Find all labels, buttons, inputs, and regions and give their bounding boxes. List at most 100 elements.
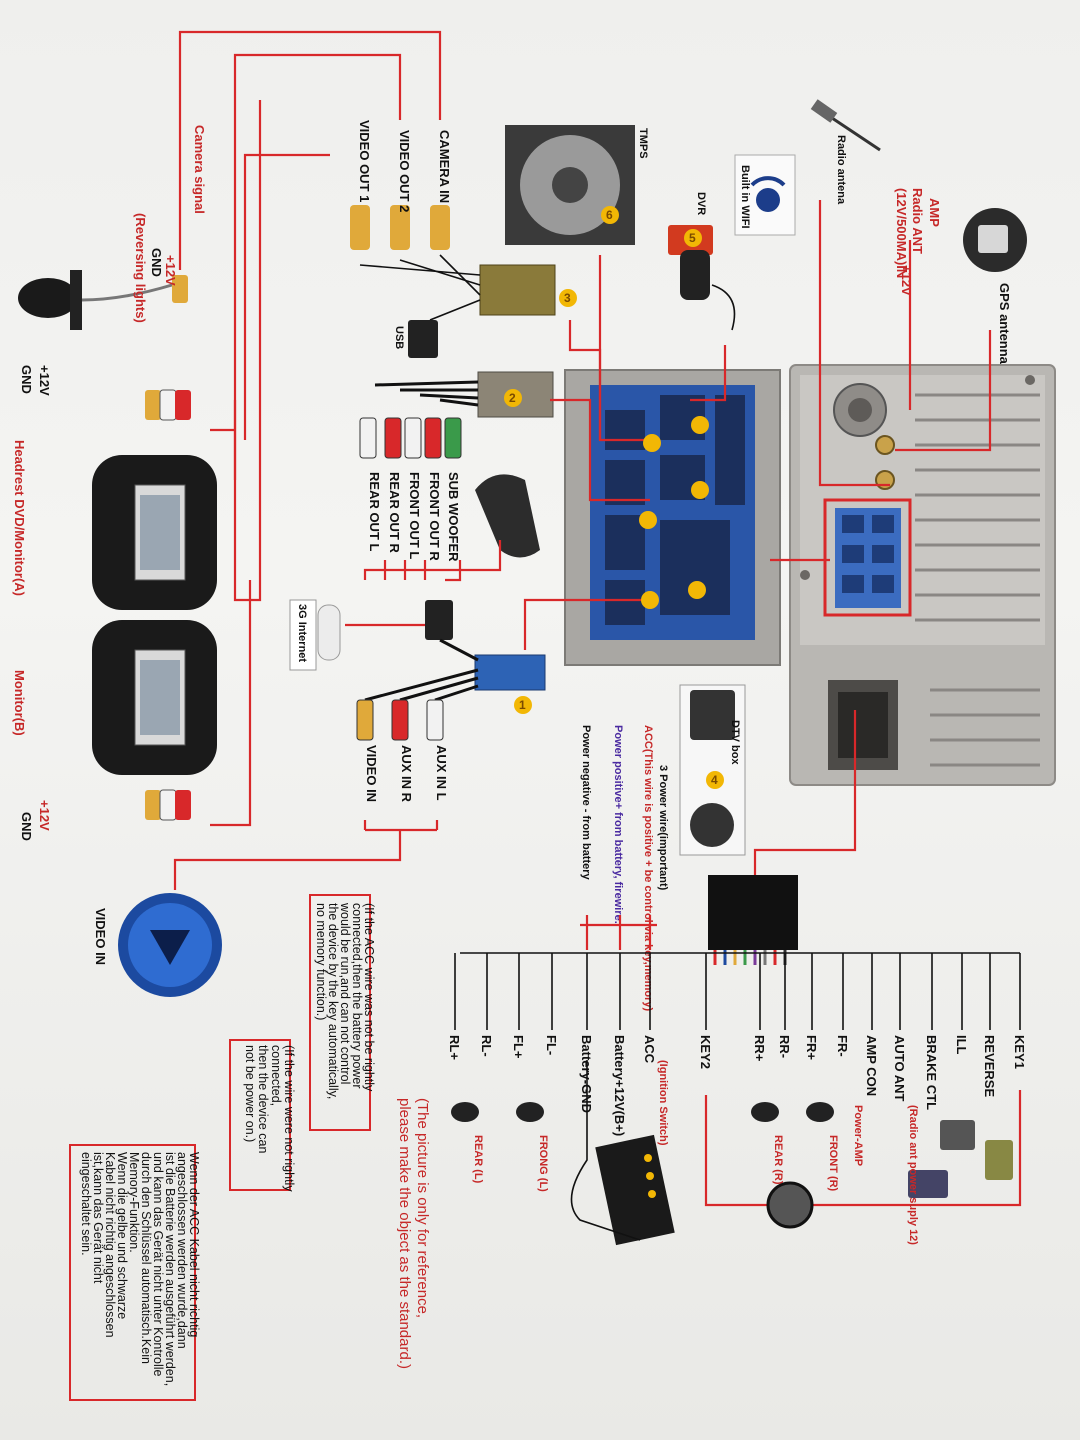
svg-text:und kann das Gerät nicht unter: und kann das Gerät nicht unter Kontrolle xyxy=(151,1152,165,1376)
camera-in-label: CAMERA IN xyxy=(437,130,452,203)
number-markers xyxy=(504,206,724,789)
harness-plug xyxy=(708,875,798,965)
3g-label-box xyxy=(289,599,317,671)
svg-text:would be run,and can not contr: would be run,and can not control xyxy=(338,902,352,1084)
gps-antenna-icon xyxy=(963,208,1027,272)
power-wire-title: 3 Power wire(important) xyxy=(657,765,669,891)
harness-fr-minus: FR- xyxy=(835,1035,850,1057)
radio-ant-spec: (12V/500MA)IN xyxy=(894,188,909,278)
connector-box-1 xyxy=(356,600,546,741)
harness-rl-minus: RL- xyxy=(479,1035,494,1057)
harness-key1: KEY1 xyxy=(1012,1035,1027,1069)
ignition-label: (Ignition Switch) xyxy=(657,1060,669,1146)
harness-amp-con: AMP CON xyxy=(864,1035,879,1096)
svg-text:eingeschaltet sein.: eingeschaltet sein. xyxy=(79,1152,93,1256)
rear-r-label: REAR (R) xyxy=(772,1135,784,1185)
harness-ill: ILL xyxy=(954,1035,969,1055)
reverse-camera-icon xyxy=(18,270,188,330)
headrest-monitor-b xyxy=(92,620,217,775)
marker-3: 3 xyxy=(564,291,571,305)
aux-in-r-label: AUX IN R xyxy=(399,745,414,803)
power-arrows xyxy=(580,915,1022,1207)
svg-text:ist die Batterie werden ausgef: ist die Batterie werden ausgeführt werde… xyxy=(163,1152,177,1386)
monitor-b-plus12v: +12V xyxy=(37,800,52,831)
svg-text:(If the ACC wire was not be ri: (If the ACC wire was not be rightly xyxy=(362,903,376,1092)
svg-text:(If the wire were not rightly: (If the wire were not rightly xyxy=(282,1045,296,1192)
radio-ant-label: Radio ANT xyxy=(910,188,925,254)
connector-box-2 xyxy=(359,371,554,459)
power-negative-note: Power negative - from battery xyxy=(580,725,592,881)
reference-note: (The picture is only for reference, plea… xyxy=(396,1098,431,1369)
harness-wires xyxy=(454,952,1021,1030)
signal-routes xyxy=(173,30,992,890)
tmps-image xyxy=(505,125,635,245)
headrest-dvd-label: Headrest DVD/Monitor(A) xyxy=(12,440,27,596)
svg-text:ist,kann das Gerät nicht: ist,kann das Gerät nicht xyxy=(91,1152,105,1284)
camera-plus12v: +12V xyxy=(163,255,178,286)
harness-acc: ACC xyxy=(642,1035,657,1064)
wifi-label: Built in WIFI xyxy=(739,165,751,229)
usb-label: USB xyxy=(393,326,405,349)
video-out-2-label: VIDEO OUT 2 xyxy=(397,130,412,212)
monitor-b-label: Monitor(B) xyxy=(12,670,27,736)
3g-internet-label: 3G Internet xyxy=(296,604,308,662)
svg-text:the device by the key automati: the device by the key automatically, xyxy=(326,903,340,1099)
video-in-play-icon xyxy=(118,893,222,997)
rear-out-r-label: REAR OUT R xyxy=(387,472,402,554)
acc-note: ACC(This wire is positive + be control v… xyxy=(642,725,654,1012)
radio-antenna-icon xyxy=(810,99,881,152)
wifi-icon xyxy=(734,154,796,236)
sub-woofer-label: SUB WOOFER xyxy=(446,472,461,562)
amp-label: AMP xyxy=(927,198,942,227)
svg-text:not be power on.): not be power on.) xyxy=(243,1045,257,1142)
sub-remote-icon xyxy=(475,474,540,558)
tmps-label: TMPS xyxy=(637,128,649,159)
headrest-gnd: GND xyxy=(19,365,34,394)
radio-ant-supply-label: (Radio ant power suply 12) xyxy=(907,1105,919,1245)
headrest-monitor-a xyxy=(92,455,217,610)
power-positive-note: Power positive+ from battery, firewire. xyxy=(612,725,624,924)
svg-text:connected,then the battery pow: connected,then the battery power xyxy=(350,903,364,1089)
speakers xyxy=(451,1102,1013,1229)
harness-rr-plus: RR+ xyxy=(752,1035,767,1062)
marker-2: 2 xyxy=(509,391,516,405)
harness-rl-plus: RL+ xyxy=(447,1035,462,1060)
aux-in-l-label: AUX IN L xyxy=(434,745,449,801)
harness-key2: KEY2 xyxy=(698,1035,713,1069)
front-r-label: FRONT (R) xyxy=(827,1135,839,1192)
harness-reverse: REVERSE xyxy=(982,1035,997,1097)
svg-text:durch den Schlüssel automatisc: durch den Schlüssel automatisch.Kein xyxy=(139,1152,153,1364)
camera-gnd: GND xyxy=(149,248,164,277)
connector-box-3 xyxy=(350,205,556,358)
headrest-rca-connectors xyxy=(145,389,191,821)
wire-warning-note: (If the wire were not rightly connected,… xyxy=(229,1039,296,1192)
svg-text:no memory function.): no memory function.) xyxy=(314,903,328,1020)
marker-6: 6 xyxy=(606,208,613,222)
reversing-lights: (Reversing lights) xyxy=(133,213,148,323)
front-l-label: FRONG (L) xyxy=(537,1135,549,1192)
svg-text:connected,: connected, xyxy=(269,1045,283,1106)
german-note: Wenn der ACC Kabel nicht richtig angesch… xyxy=(69,1144,201,1401)
connector-board xyxy=(564,369,781,666)
harness-battery-plus: Battery+12V(B+) xyxy=(612,1035,627,1136)
marker-5: 5 xyxy=(689,231,696,245)
svg-text:then the device can: then the device can xyxy=(256,1045,270,1153)
dtv-box-label: DTV box xyxy=(729,720,741,765)
marker-1: 1 xyxy=(519,698,526,712)
video-out-1-label: VIDEO OUT 1 xyxy=(357,120,372,202)
rear-out-l-label: REAR OUT L xyxy=(367,472,382,552)
svg-text:angeschlossen werden wurde,dan: angeschlossen werden wurde,dann xyxy=(175,1152,189,1349)
head-unit xyxy=(789,364,1056,786)
front-out-r-label: FRONT OUT R xyxy=(427,472,442,561)
harness-auto-ant: AUTO ANT xyxy=(892,1035,907,1102)
svg-text:Kabel nicht richtig angeschlos: Kabel nicht richtig angeschlossen xyxy=(103,1152,117,1338)
dtv-box-image xyxy=(679,684,746,856)
monitor-b-gnd: GND xyxy=(19,812,34,841)
video-in-label: VIDEO IN xyxy=(364,745,379,802)
acc-warning-note: (If the ACC wire was not be rightly conn… xyxy=(309,894,376,1131)
gps-antenna-label: GPS antenna xyxy=(997,283,1012,365)
video-in-big-label: VIDEO IN xyxy=(93,908,108,965)
radio-antena-label: Radio antena xyxy=(835,135,847,205)
harness-fl-plus: FL+ xyxy=(511,1035,526,1059)
